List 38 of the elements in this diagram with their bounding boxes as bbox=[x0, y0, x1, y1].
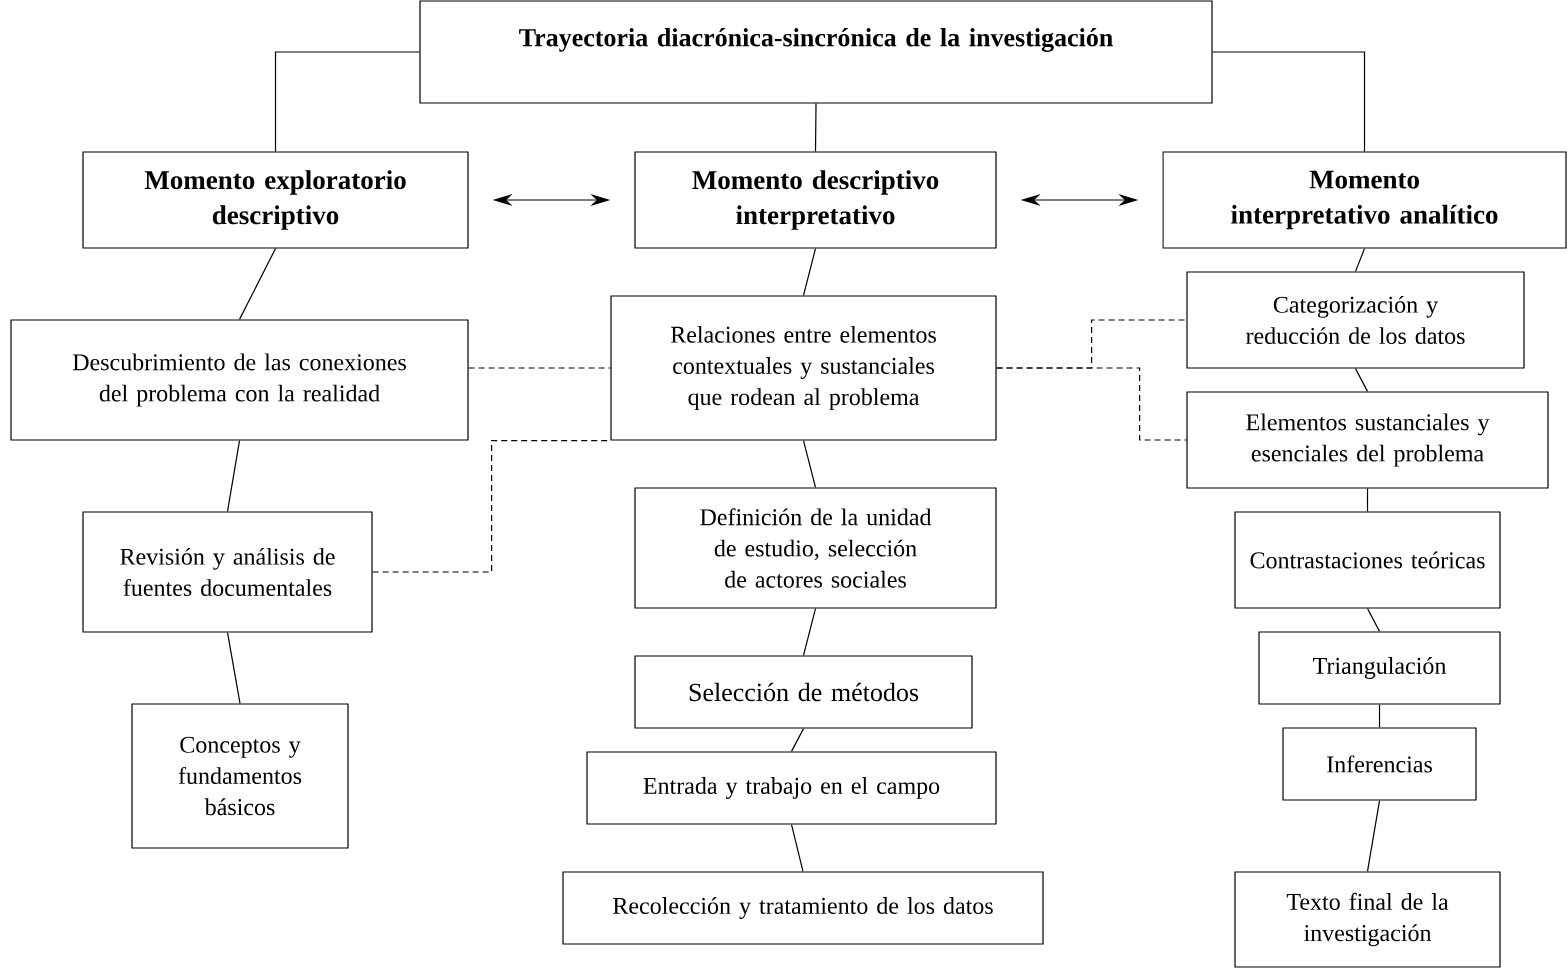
step-box: Recolección y tratamiento de los datos bbox=[562, 871, 1044, 945]
phase-box: Momento descriptivo interpretativo bbox=[634, 151, 997, 249]
connector-line bbox=[802, 248, 817, 296]
connector-line bbox=[226, 632, 241, 704]
connector-line bbox=[1366, 488, 1369, 512]
phase-box: Momento interpretativo analítico bbox=[1162, 151, 1567, 249]
connector-line bbox=[1212, 51, 1366, 152]
connector-line bbox=[1378, 704, 1381, 728]
step-box: Descubrimiento de las conexiones del problema con la realidad bbox=[10, 319, 469, 441]
step-box: Categorización y reducción de los datos bbox=[1186, 271, 1525, 369]
connector-line bbox=[790, 824, 804, 872]
connector-line bbox=[238, 248, 277, 320]
connector-line bbox=[802, 608, 817, 656]
dashed-connector bbox=[468, 367, 611, 369]
step-box: Triangulación bbox=[1258, 631, 1501, 705]
connector-line bbox=[790, 728, 805, 752]
connector-line bbox=[814, 103, 817, 152]
dashed-connector bbox=[372, 440, 611, 573]
connector-line bbox=[274, 51, 420, 152]
step-box: Relaciones entre elementos contextuales y sustanciales que rodean al problema bbox=[610, 295, 997, 441]
step-box: Inferencias bbox=[1282, 727, 1477, 801]
step-box: Conceptos y fundamentos básicos bbox=[131, 703, 349, 849]
step-box: Contrastaciones teóricas bbox=[1234, 511, 1501, 609]
step-box: Selección de métodos bbox=[634, 655, 973, 729]
connector-line bbox=[226, 440, 241, 512]
connector-line bbox=[802, 440, 817, 488]
step-box: Revisión y análisis de fuentes documentales bbox=[82, 511, 373, 633]
step-box: Texto final de la investigación bbox=[1234, 871, 1501, 968]
step-box: Elementos sustanciales y esenciales del problema bbox=[1186, 391, 1549, 489]
connector-line bbox=[1366, 800, 1381, 872]
title-box: Trayectoria diacrónica-sincrónica de la investigación bbox=[419, 0, 1213, 104]
step-box: Definición de la unidad de estudio, selección de actores sociales bbox=[634, 487, 997, 609]
dashed-connector bbox=[996, 367, 1187, 441]
phase-box: Momento exploratorio descriptivo bbox=[82, 151, 469, 249]
connector-line bbox=[1354, 368, 1369, 392]
connector-line bbox=[1366, 608, 1381, 632]
connector-line bbox=[1354, 248, 1366, 272]
step-box: Entrada y trabajo en el campo bbox=[586, 751, 997, 825]
